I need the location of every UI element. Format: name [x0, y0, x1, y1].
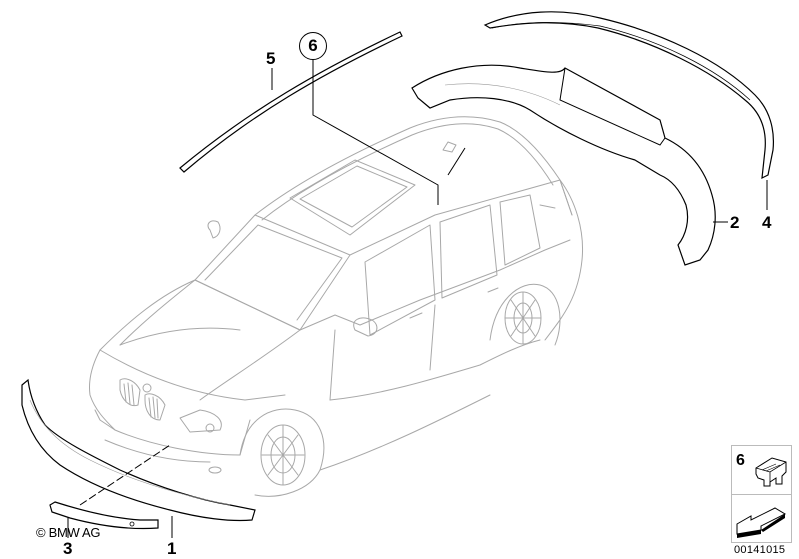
part-4-rear-apron-trim[interactable] [483, 11, 775, 180]
callout-4[interactable]: 4 [762, 213, 772, 232]
legend-divider [732, 494, 791, 495]
callout-3[interactable]: 3 [63, 539, 73, 558]
arrow-left-icon [736, 507, 787, 538]
copyright-notice: © BMW AG [36, 525, 101, 540]
callout-5[interactable]: 5 [266, 49, 276, 68]
part-5-roof-trim-strip[interactable] [179, 31, 403, 173]
leader-lines [67, 58, 768, 538]
callout-2[interactable]: 2 [730, 213, 740, 232]
legend-item-number: 6 [736, 452, 745, 469]
clip-icon [755, 457, 787, 487]
car-outline [89, 116, 584, 497]
legend-box: 6 [731, 445, 792, 543]
callout-1[interactable]: 1 [167, 539, 177, 558]
callout-6-label: 6 [308, 36, 318, 55]
document-number: 00141015 [734, 544, 786, 556]
part-2-rear-diffuser[interactable] [411, 64, 716, 266]
callout-6-circled[interactable]: 6 [299, 32, 327, 60]
part-1-front-spoiler-lip[interactable] [21, 378, 256, 522]
